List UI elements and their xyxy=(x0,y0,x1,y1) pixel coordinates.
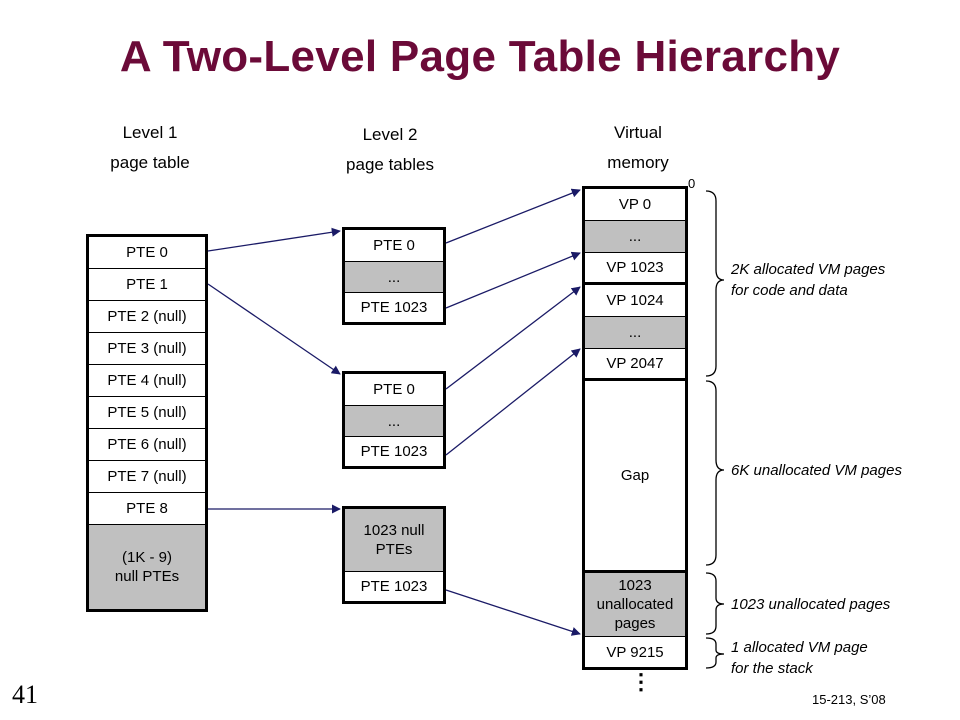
vp-ellipsis-2: ... xyxy=(585,317,685,349)
annotation-allocated-line2: for code and data xyxy=(731,282,848,299)
level1-header: Level 1 page table xyxy=(80,118,220,178)
vm-gap: Gap xyxy=(585,381,685,573)
level2c-null-line1: 1023 null xyxy=(363,522,425,539)
level1-pte-3: PTE 3 (null) xyxy=(89,333,205,365)
level2b-pte-1023: PTE 1023 xyxy=(360,443,428,460)
arrow-l2b-pte0-to-vp1024 xyxy=(445,286,581,390)
level1-pte-6: PTE 6 (null) xyxy=(89,429,205,461)
level2-header-line1: Level 2 xyxy=(362,125,418,144)
annotation-stack-line1: 1 allocated VM page xyxy=(731,639,868,656)
level2b-pte-0: PTE 0 xyxy=(345,374,443,406)
level1-header-line2: page table xyxy=(110,153,190,172)
annotation-stack: 1 allocated VM page for the stack xyxy=(731,637,868,679)
virtual-memory-header: Virtual memory xyxy=(568,118,708,178)
level1-null-ptes: (1K - 9) null PTEs xyxy=(89,525,205,609)
continuation-ellipsis: ⋮ xyxy=(630,669,652,694)
level2-page-table-b: PTE 0 ... PTE 1023 xyxy=(342,371,446,469)
vm-unalloc-line3: pages xyxy=(614,615,656,632)
arrow-pte0-to-l2a xyxy=(207,227,341,252)
level1-null-ptes-line1: (1K - 9) xyxy=(121,549,172,566)
level2c-null-line2: PTEs xyxy=(375,541,413,558)
level2-page-table-c: 1023 null PTEs PTE 1023 xyxy=(342,506,446,604)
brace-stack xyxy=(705,637,725,669)
level1-page-table: PTE 0 PTE 1 PTE 2 (null) PTE 3 (null) PT… xyxy=(86,234,208,612)
vp-1024: VP 1024 xyxy=(585,285,685,317)
level1-pte-7: PTE 7 (null) xyxy=(89,461,205,493)
level2c-null-ptes: 1023 null PTEs xyxy=(345,509,443,572)
vm-unalloc-line1: 1023 xyxy=(618,577,652,594)
annotation-stack-line2: for the stack xyxy=(731,660,813,677)
level2a-pte-0: PTE 0 xyxy=(345,230,443,262)
arrow-l2a-pte1023-to-vp1023 xyxy=(445,251,581,309)
annotation-allocated-line1: 2K allocated VM pages xyxy=(731,261,886,278)
vp-0: VP 0 xyxy=(585,189,685,221)
vp-9215: VP 9215 xyxy=(606,643,664,661)
arrow-pte1-to-l2b xyxy=(207,283,341,375)
arrow-l2c-pte1023-to-vp9215 xyxy=(445,589,581,636)
vm-unalloc-line2: unallocated xyxy=(596,596,674,613)
vp-2047: VP 2047 xyxy=(585,349,685,381)
level1-pte-1: PTE 1 xyxy=(89,269,205,301)
slide-number: 41 xyxy=(12,680,38,709)
level1-pte-8: PTE 8 xyxy=(89,493,205,525)
level2b-ellipsis: ... xyxy=(345,406,443,437)
level1-pte-0: PTE 0 xyxy=(89,237,205,269)
level2a-pte-1023: PTE 1023 xyxy=(360,299,428,316)
course-label: 15-213, S’08 xyxy=(812,692,886,707)
vp-1023: VP 1023 xyxy=(585,253,685,285)
level2-header: Level 2 page tables xyxy=(320,120,460,180)
vp-ellipsis-1: ... xyxy=(585,221,685,253)
brace-gap xyxy=(705,380,725,566)
level1-pte-2: PTE 2 (null) xyxy=(89,301,205,333)
level2c-pte-1023: PTE 1023 xyxy=(360,578,428,595)
level1-null-ptes-line2: null PTEs xyxy=(114,568,180,585)
level1-pte-4: PTE 4 (null) xyxy=(89,365,205,397)
brace-unallocated xyxy=(705,572,725,635)
vm-unallocated-pages: 1023 unallocated pages xyxy=(585,573,685,637)
level1-pte-5: PTE 5 (null) xyxy=(89,397,205,429)
level1-header-line1: Level 1 xyxy=(122,123,178,142)
virtual-memory-column: VP 0 ... VP 1023 VP 1024 ... VP 2047 Gap… xyxy=(582,186,688,670)
arrow-l2a-pte0-to-vp0 xyxy=(445,188,581,244)
address-zero-label: 0 xyxy=(688,176,696,191)
level2-header-line2: page tables xyxy=(346,155,434,174)
annotation-unallocated: 1023 unallocated pages xyxy=(731,596,891,613)
brace-allocated xyxy=(705,190,725,377)
virtual-header-line2: memory xyxy=(607,153,669,172)
arrow-l2b-pte1023-to-vp2047 xyxy=(445,348,581,456)
virtual-header-line1: Virtual xyxy=(614,123,662,142)
level2a-ellipsis: ... xyxy=(345,262,443,293)
annotation-allocated: 2K allocated VM pages for code and data xyxy=(731,259,885,301)
annotation-gap: 6K unallocated VM pages xyxy=(731,462,902,479)
page-title: A Two-Level Page Table Hierarchy xyxy=(119,32,841,81)
level2-page-table-a: PTE 0 ... PTE 1023 xyxy=(342,227,446,325)
